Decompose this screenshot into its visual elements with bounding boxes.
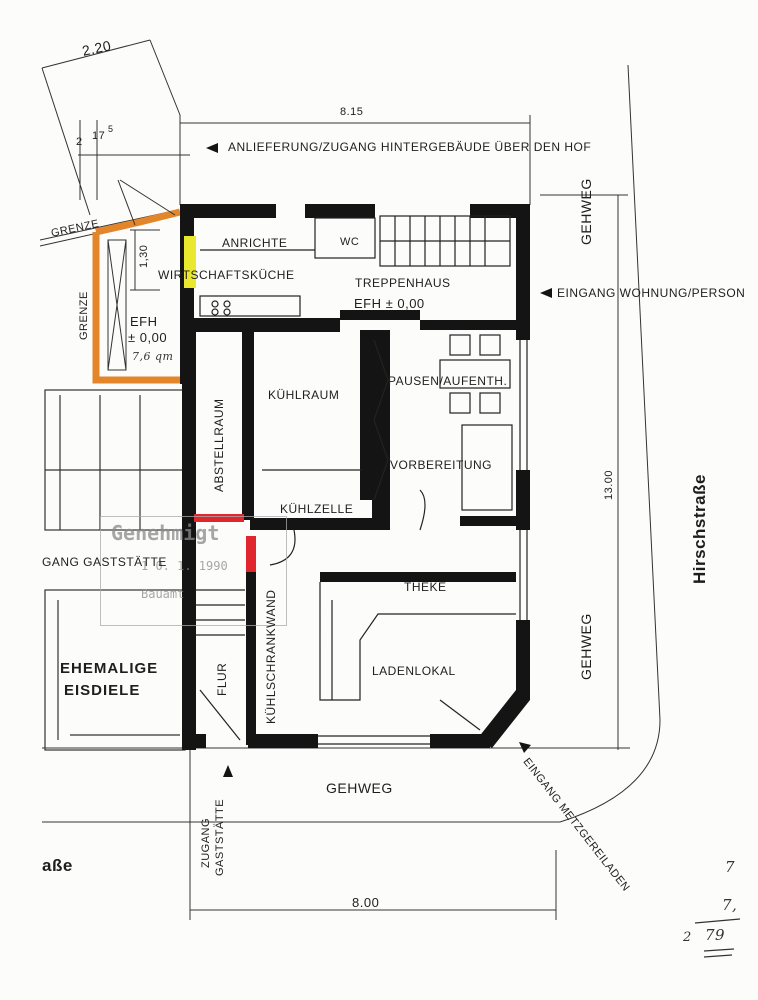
counter-label: THEKE xyxy=(404,580,447,594)
room-ladenlokal: LADENLOKAL xyxy=(372,664,456,678)
arrow-markers xyxy=(206,143,552,777)
entrance-apartment-note: EINGANG WOHNUNG/PERSON xyxy=(557,286,746,300)
stamp-line-2: 1 0. 1. 1990 xyxy=(141,559,228,573)
access-restaurant-label-1: ZUGANG xyxy=(200,817,212,868)
fridge-wall-label: KÜHLSCHRANKWAND xyxy=(264,589,278,724)
entrance-restaurant-note: GANG GASTSTÄTTE xyxy=(42,555,167,569)
room-abstellraum: ABSTELLRAUM xyxy=(212,398,226,492)
access-restaurant-label-2: GASTSTÄTTE xyxy=(214,798,226,876)
stair-level: EFH ± 0,00 xyxy=(354,296,425,311)
room-kuehlraum: KÜHLRAUM xyxy=(268,388,340,402)
red-door-marker-horizontal xyxy=(194,514,244,522)
street-name-fragment: aße xyxy=(42,856,73,875)
neighbour-label-1: EHEMALIGE xyxy=(60,660,159,677)
handwritten-area: 7,6 qm xyxy=(132,350,174,363)
room-wc: WC xyxy=(340,236,360,248)
approval-stamp: Genehmigt 1 0. 1. 1990 Bauamt xyxy=(100,516,287,626)
room-anrichte: ANRICHTE xyxy=(222,236,288,250)
stamp-line-1: Genehmigt xyxy=(111,521,220,545)
room-vorbereitung: VORBEREITUNG xyxy=(390,458,493,472)
sidewalk-label-bottom: GEHWEG xyxy=(326,780,393,796)
dim-top-width: 8.15 xyxy=(340,106,364,118)
dim-17: 17 xyxy=(92,130,106,142)
stamp-line-3: Bauamt xyxy=(141,587,185,601)
interior-details xyxy=(195,215,528,745)
room-flur: FLUR xyxy=(215,662,229,696)
yard-level-value: ± 0,00 xyxy=(128,330,168,345)
yellow-wall-marker xyxy=(184,236,196,288)
dim-right-depth: 13.00 xyxy=(603,469,615,500)
room-wirtschaftskueche: WIRTSCHAFTSKÜCHE xyxy=(158,268,295,282)
room-pausen: PAUSEN/AUFENTH. xyxy=(388,374,508,388)
dim-130: 1,30 xyxy=(138,244,150,268)
dim-5: 5 xyxy=(108,124,114,134)
main-walls xyxy=(180,204,530,750)
street-name-hirschstrasse: Hirschstraße xyxy=(690,474,709,584)
room-treppenhaus: TREPPENHAUS xyxy=(355,276,451,290)
yard-level-label: EFH xyxy=(130,314,158,329)
delivery-note: ANLIEFERUNG/ZUGANG HINTERGEBÄUDE ÜBER DE… xyxy=(228,140,592,154)
handwritten-strokes xyxy=(694,918,741,958)
boundary-label-2: GRENZE xyxy=(78,291,90,340)
yard-annex xyxy=(92,179,182,384)
sidewalk-label-mid: GEHWEG xyxy=(578,613,594,680)
sidewalk-label-top: GEHWEG xyxy=(578,178,594,245)
room-kuehlzelle: KÜHLZELLE xyxy=(280,502,354,516)
red-door-marker-vertical xyxy=(246,536,256,572)
dim-bottom-width: 8.00 xyxy=(352,895,380,910)
handwritten-note-2: 7, xyxy=(722,896,738,914)
handwritten-note-4: 2 xyxy=(683,930,692,945)
neighbour-label-2: EISDIELE xyxy=(64,682,141,699)
dim-2: 2 xyxy=(76,136,83,148)
handwritten-note-3: 79 xyxy=(705,926,726,944)
handwritten-note-1: 7 xyxy=(725,858,736,876)
